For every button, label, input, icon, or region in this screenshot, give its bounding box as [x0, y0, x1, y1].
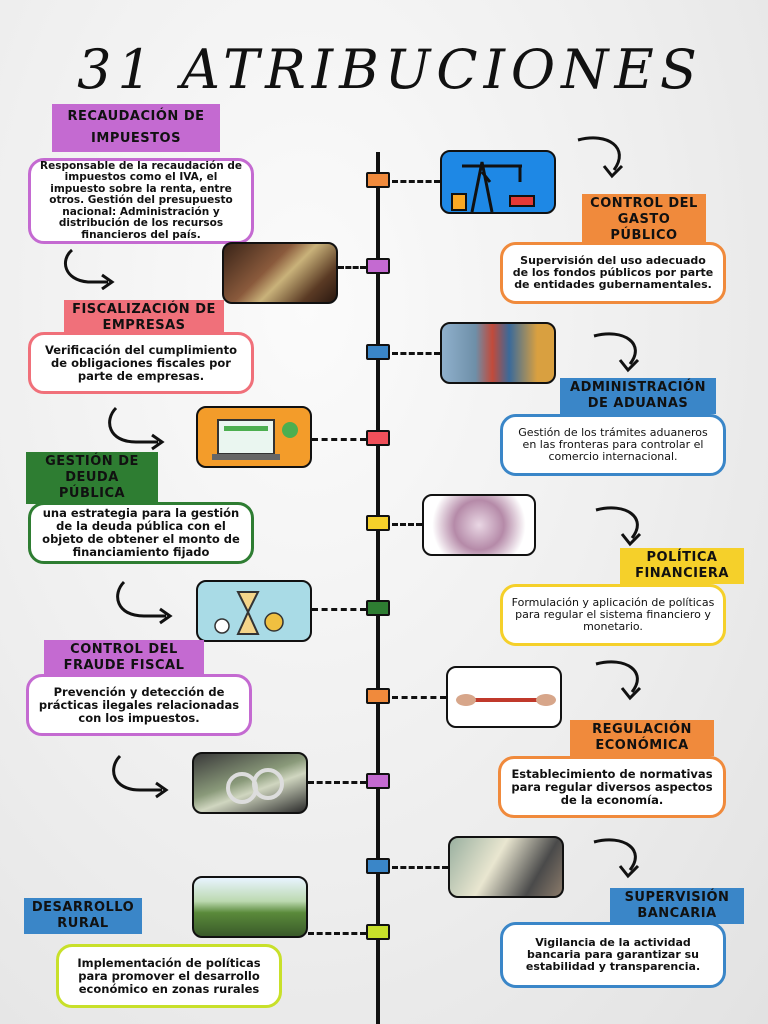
money-exchange-image	[222, 242, 338, 304]
curved-arrow-icon	[593, 838, 640, 879]
connector-dash	[392, 180, 440, 183]
card-fiscalizacion: Verificación del cumplimiento de obligac…	[28, 332, 254, 394]
curved-arrow-icon	[595, 660, 642, 701]
connector-dash	[308, 932, 366, 935]
label-regulacion: REGULACIÓN ECONÓMICA	[570, 720, 714, 756]
connector-dash	[312, 608, 366, 611]
port-worker-image	[440, 322, 556, 384]
label-desarrollo: DESARROLLO RURAL	[24, 898, 142, 934]
curved-arrow-icon	[108, 406, 165, 451]
card-control-gasto: Supervisión del uso adecuado de los fond…	[500, 242, 726, 304]
curved-arrow-icon	[577, 136, 624, 179]
label-deuda: GESTIÓN DE DEUDA PÚBLICA	[26, 452, 158, 504]
corn-field-image	[192, 876, 308, 938]
card-supervision: Vigilancia de la actividad bancaria para…	[500, 922, 726, 988]
card-aduanas: Gestión de los trámites aduaneros en las…	[500, 414, 726, 476]
connector-dash	[308, 781, 366, 784]
connector-dash	[392, 523, 422, 526]
cash-counting-image	[448, 836, 564, 898]
connector-dash	[338, 266, 366, 269]
page-title: 31 ATRIBUCIONES	[77, 38, 703, 101]
timeline-node	[366, 515, 390, 531]
card-fraude: Prevención y detección de prácticas ileg…	[26, 674, 252, 736]
card-regulacion: Establecimiento de normativas para regul…	[498, 756, 726, 818]
timeline-node	[366, 258, 390, 274]
handcuffs-money-image	[192, 752, 308, 814]
timeline-node	[366, 688, 390, 704]
curved-arrow-icon	[63, 248, 115, 290]
label-politica: POLÍTICA FINANCIERA	[620, 548, 744, 584]
timeline-node	[366, 600, 390, 616]
connector-dash	[392, 866, 448, 869]
connector-dash	[392, 696, 446, 699]
laptop-finance-image	[196, 406, 312, 468]
curved-arrow-icon	[112, 754, 169, 799]
hourglass-money-image	[196, 580, 312, 642]
timeline-node	[366, 430, 390, 446]
card-desarrollo: Implementación de políticas para promove…	[56, 944, 282, 1008]
timeline-node	[366, 773, 390, 789]
timeline-line	[376, 152, 380, 1024]
label-fiscalizacion: FISCALIZACIÓN DE EMPRESAS	[64, 300, 224, 336]
card-recaudacion: Responsable de la recaudación de impuest…	[28, 158, 254, 244]
label-control-gasto: CONTROL DEL GASTO PÚBLICO	[582, 194, 706, 246]
curved-arrow-icon	[595, 506, 642, 547]
timeline-node	[366, 858, 390, 874]
timeline-node	[366, 924, 390, 940]
timeline-node	[366, 172, 390, 188]
card-deuda: una estrategia para la gestión de la deu…	[28, 502, 254, 564]
label-recaudacion: RECAUDACIÓN DE IMPUESTOS	[52, 104, 220, 152]
label-aduanas: ADMINISTRACIÓN DE ADUANAS	[560, 378, 716, 414]
connector-dash	[392, 352, 440, 355]
label-supervision: SUPERVISIÓN BANCARIA	[610, 888, 744, 924]
rope-pull-image	[446, 666, 562, 728]
label-fraude: CONTROL DEL FRAUDE FISCAL	[44, 640, 204, 676]
crane-icon	[440, 150, 556, 214]
curved-arrow-icon	[593, 332, 640, 373]
curved-arrow-icon	[116, 580, 173, 625]
timeline-node	[366, 344, 390, 360]
globe-money-image	[422, 494, 536, 556]
card-politica: Formulación y aplicación de políticas pa…	[500, 584, 726, 646]
connector-dash	[312, 438, 366, 441]
